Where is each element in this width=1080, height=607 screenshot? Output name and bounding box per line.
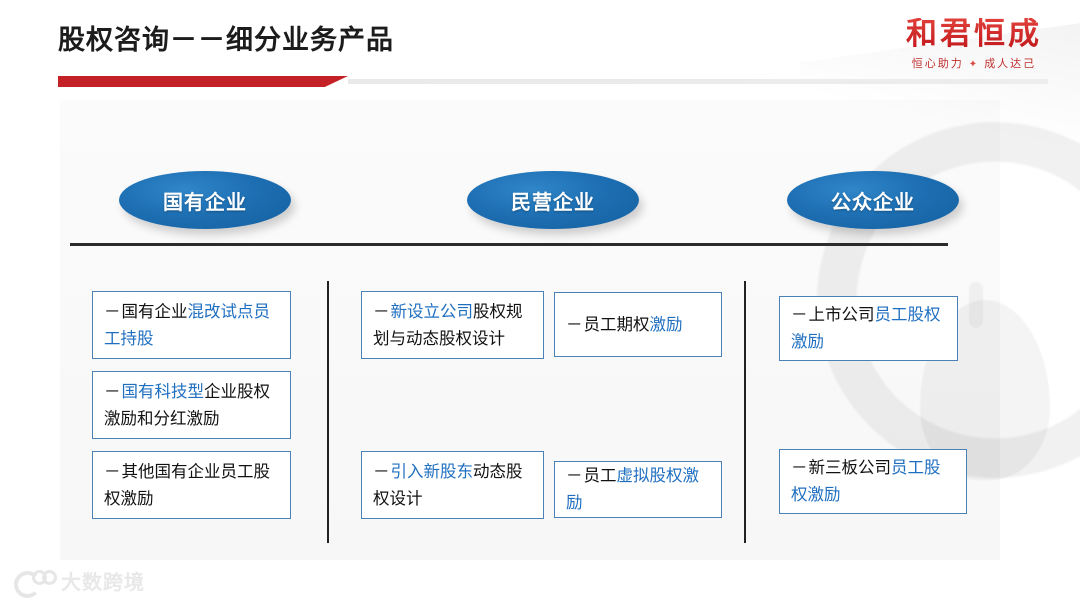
box-text-highlight: 混改试点员 xyxy=(187,302,271,321)
box-text-highlight: 国有科技型 xyxy=(121,382,205,401)
box-text-highlight: 员工股权激励 xyxy=(791,306,941,351)
watermark: 大数跨境 xyxy=(14,566,145,598)
box-dash: － xyxy=(373,302,391,321)
category-header-state-owned[interactable]: 国有企业 xyxy=(119,171,291,229)
category-header-private[interactable]: 民营企业 xyxy=(467,171,639,229)
box-text-plain: 其他国有企业员工股权激励 xyxy=(104,462,270,508)
category-header-public[interactable]: 公众企业 xyxy=(787,171,959,229)
logo-tagline-right: 成人达己 xyxy=(984,57,1037,70)
product-box[interactable]: －国有企业混改试点员工持股 xyxy=(92,291,291,359)
box-text-plain: 员工期权 xyxy=(583,315,650,334)
logo-tagline: 恒心助力 ✦ 成人达己 xyxy=(906,55,1042,71)
box-dash: － xyxy=(104,462,122,481)
product-box[interactable]: －国有科技型企业股权激励和分红激励 xyxy=(92,371,291,439)
product-box[interactable]: －上市公司员工股权激励 xyxy=(779,296,958,361)
box-dash: － xyxy=(566,467,584,486)
vertical-divider-2 xyxy=(744,281,746,543)
title-grey-rule xyxy=(348,79,1048,84)
product-box[interactable]: －引入新股东动态股权设计 xyxy=(361,451,544,519)
title-red-accent-bar xyxy=(58,76,348,87)
box-text-highlight: 激励 xyxy=(649,315,683,334)
box-text-highlight-2: 工持股 xyxy=(104,329,154,348)
box-text-highlight: 新设立公司 xyxy=(390,302,474,321)
box-dash: － xyxy=(104,302,122,321)
logo-tagline-left: 恒心助力 xyxy=(911,57,964,70)
box-text-plain: 新三板公司 xyxy=(808,459,892,478)
box-text-plain-2: 企业股权激励和分红激励 xyxy=(104,382,270,428)
box-text-highlight: 引入新股东 xyxy=(390,462,474,481)
watermark-ring-icon xyxy=(14,570,41,598)
box-dash: － xyxy=(104,382,122,401)
box-dash: － xyxy=(373,462,391,481)
horizontal-divider xyxy=(70,243,948,246)
logo-tagline-separator-icon: ✦ xyxy=(968,58,980,70)
watermark-logo-icon xyxy=(14,569,57,598)
box-text-plain: 员工 xyxy=(583,467,617,486)
page-title: 股权咨询－－细分业务产品 xyxy=(58,25,394,55)
box-text-plain-2: 股权规划与动态股权设计 xyxy=(373,302,523,348)
box-text-highlight: 员工股权激励 xyxy=(791,459,941,504)
box-dash: － xyxy=(791,306,809,325)
category-header-label: 国有企业 xyxy=(163,191,247,214)
box-dash: － xyxy=(566,315,584,334)
watermark-dot-b-icon xyxy=(42,569,57,585)
company-logo: 和君恒成 恒心助力 ✦ 成人达己 xyxy=(906,16,1042,71)
logo-name: 和君恒成 xyxy=(906,16,1042,51)
box-text-plain: 上市公司 xyxy=(808,306,875,325)
product-box[interactable]: －员工虚拟股权激励 xyxy=(554,461,722,518)
product-box[interactable]: －新设立公司股权规划与动态股权设计 xyxy=(361,291,544,359)
product-box[interactable]: －员工期权激励 xyxy=(554,292,722,357)
product-box[interactable]: －其他国有企业员工股权激励 xyxy=(92,451,291,519)
box-text-plain: 国有企业 xyxy=(121,302,188,321)
product-box[interactable]: －新三板公司员工股权激励 xyxy=(779,449,967,514)
box-text-plain-2: 动态股权设计 xyxy=(373,462,523,508)
category-header-label: 民营企业 xyxy=(511,191,595,214)
watermark-text: 大数跨境 xyxy=(61,572,145,594)
box-text-highlight: 虚拟股权激励 xyxy=(566,467,699,512)
vertical-divider-1 xyxy=(327,281,329,543)
category-header-label: 公众企业 xyxy=(831,191,915,214)
box-dash: － xyxy=(791,459,809,478)
